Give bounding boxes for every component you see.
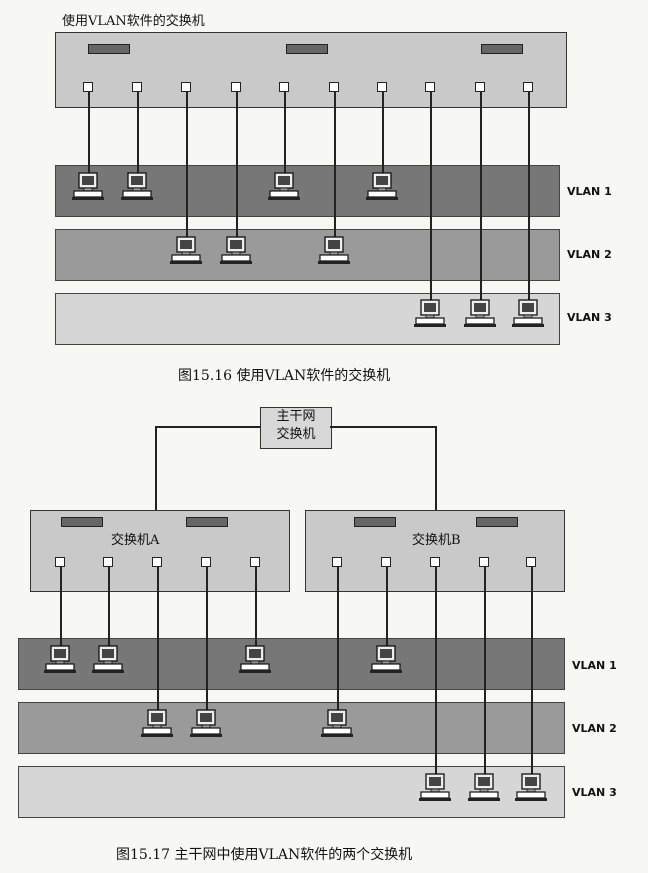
computer-icon xyxy=(511,299,545,329)
vlan-2-label: VLAN 2 xyxy=(567,248,612,261)
core-switch-label-1: 主干网 xyxy=(276,409,316,424)
switch-b-label: 交换机B xyxy=(412,533,461,548)
core-switch: 主干网 交换机 xyxy=(260,407,332,449)
computer-icon xyxy=(140,709,174,739)
switch-port xyxy=(55,557,65,567)
computer-icon xyxy=(71,172,105,202)
cable xyxy=(157,567,159,711)
computer-icon xyxy=(43,645,77,675)
switch-port xyxy=(377,82,387,92)
computer-icon xyxy=(169,236,203,266)
cable xyxy=(334,92,336,238)
computer-icon xyxy=(365,172,399,202)
vlan-1-label: VLAN 1 xyxy=(572,659,617,672)
computer-icon xyxy=(369,645,403,675)
switch-port xyxy=(231,82,241,92)
computer-icon xyxy=(238,645,272,675)
cable xyxy=(430,92,432,301)
switch-port xyxy=(523,82,533,92)
cable xyxy=(108,567,110,647)
backbone-link-a-drop xyxy=(155,426,157,511)
switch-port xyxy=(329,82,339,92)
computer-icon xyxy=(120,172,154,202)
switch-port xyxy=(103,557,113,567)
switch-port xyxy=(332,557,342,567)
switch-slot xyxy=(286,44,328,54)
computer-icon xyxy=(317,236,351,266)
switch-port xyxy=(425,82,435,92)
switch-port xyxy=(250,557,260,567)
computer-icon xyxy=(219,236,253,266)
switch-slot xyxy=(61,517,103,527)
cable xyxy=(206,567,208,711)
switch-a: 交换机A xyxy=(30,510,290,592)
computer-icon xyxy=(418,773,452,803)
cable xyxy=(480,92,482,301)
cable xyxy=(255,567,257,647)
computer-icon xyxy=(413,299,447,329)
computer-icon xyxy=(320,709,354,739)
switch-slot xyxy=(354,517,396,527)
cable xyxy=(236,92,238,238)
computer-icon xyxy=(267,172,301,202)
switch-port xyxy=(279,82,289,92)
computer-icon xyxy=(514,773,548,803)
cable xyxy=(284,92,286,174)
cable xyxy=(528,92,530,301)
backbone-link-b-drop xyxy=(435,426,437,511)
switch-port xyxy=(181,82,191,92)
vlan-2-label: VLAN 2 xyxy=(572,722,617,735)
switch-port xyxy=(381,557,391,567)
vlan-3-label: VLAN 3 xyxy=(567,311,612,324)
vlan-2-band xyxy=(18,702,565,754)
cable xyxy=(382,92,384,174)
computer-icon xyxy=(467,773,501,803)
figure-1-caption: 图15.16 使用VLAN软件的交换机 xyxy=(178,368,391,384)
backbone-link-b xyxy=(330,426,436,428)
computer-icon xyxy=(463,299,497,329)
switch-port xyxy=(152,557,162,567)
switch-slot xyxy=(481,44,523,54)
computer-icon xyxy=(91,645,125,675)
figure-2-caption: 图15.17 主干网中使用VLAN软件的两个交换机 xyxy=(116,847,413,863)
switch-port xyxy=(475,82,485,92)
switch-slot xyxy=(88,44,130,54)
figure-1-header: 使用VLAN软件的交换机 xyxy=(62,14,205,29)
cable xyxy=(186,92,188,238)
computer-icon xyxy=(189,709,223,739)
vlan-switch xyxy=(55,32,567,108)
backbone-link-a xyxy=(155,426,261,428)
switch-a-label: 交换机A xyxy=(111,533,160,548)
cable xyxy=(137,92,139,174)
vlan-1-label: VLAN 1 xyxy=(567,185,612,198)
vlan-3-label: VLAN 3 xyxy=(572,786,617,799)
switch-port xyxy=(201,557,211,567)
cable xyxy=(484,567,486,775)
core-switch-label-2: 交换机 xyxy=(276,427,316,442)
switch-port xyxy=(479,557,489,567)
switch-port xyxy=(132,82,142,92)
cable xyxy=(386,567,388,647)
cable xyxy=(531,567,533,775)
vlan-2-band xyxy=(55,229,560,281)
cable xyxy=(88,92,90,174)
cable xyxy=(60,567,62,647)
switch-slot xyxy=(476,517,518,527)
switch-port xyxy=(526,557,536,567)
switch-slot xyxy=(186,517,228,527)
cable xyxy=(337,567,339,711)
cable xyxy=(435,567,437,775)
switch-port xyxy=(83,82,93,92)
switch-port xyxy=(430,557,440,567)
